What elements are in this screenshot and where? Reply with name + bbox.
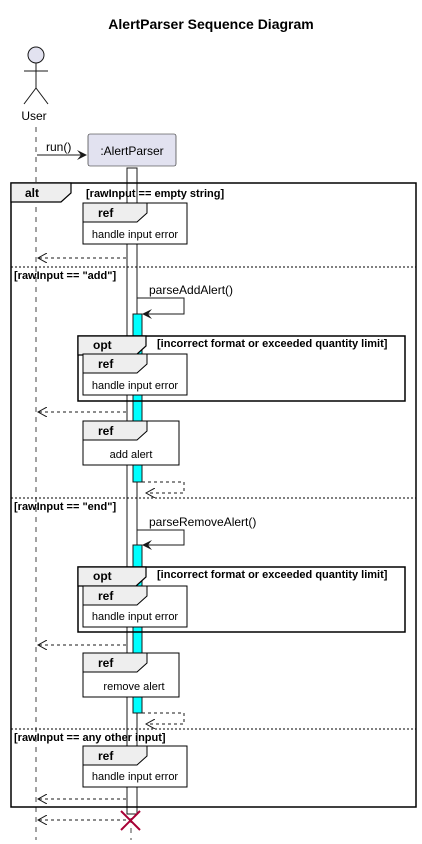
diagram-title: AlertParser Sequence Diagram bbox=[108, 16, 313, 32]
ref-tab-1 bbox=[82, 202, 148, 223]
parse-add-return-arrow bbox=[142, 481, 185, 493]
alt-condition-end: [rawInput == "end"] bbox=[14, 501, 116, 513]
ref-tag-3: ref bbox=[98, 589, 114, 603]
alt-tag-label: alt bbox=[25, 186, 39, 200]
opt-tab-add bbox=[77, 335, 147, 356]
ref-tab-4 bbox=[82, 745, 148, 766]
parse-remove-self-arrow bbox=[137, 529, 185, 550]
destroy-icon bbox=[120, 810, 141, 831]
opt-condition-remove: [incorrect format or exceeded quantity l… bbox=[157, 569, 388, 581]
ref-body-3: handle input error bbox=[92, 611, 179, 623]
ref-tab-remove bbox=[82, 652, 148, 673]
participant-parser-label: :AlertParser bbox=[100, 144, 163, 158]
parse-add-self-arrow bbox=[137, 297, 185, 319]
ref-tag-4: ref bbox=[98, 749, 114, 763]
parse-remove-return-arrow bbox=[142, 712, 185, 724]
opt-tab-remove bbox=[77, 566, 147, 587]
parse-add-activation bbox=[132, 313, 143, 483]
ref-tag-remove: ref bbox=[98, 656, 114, 670]
alt-tab bbox=[10, 182, 72, 203]
opt-tag-remove: opt bbox=[93, 569, 112, 583]
opt-fragment-remove bbox=[77, 566, 406, 633]
ref-body-4: handle input error bbox=[92, 771, 179, 783]
ref-body-add: add alert bbox=[110, 449, 153, 461]
ref-tag-add: ref bbox=[98, 424, 114, 438]
ref-tab-add bbox=[82, 420, 148, 441]
run-message-label: run() bbox=[46, 140, 71, 154]
opt-fragment-add bbox=[77, 335, 406, 402]
user-actor-icon bbox=[23, 46, 49, 105]
participant-parser-box bbox=[87, 133, 177, 167]
ref-tag-2: ref bbox=[98, 357, 114, 371]
parser-main-activation bbox=[126, 167, 138, 815]
parse-remove-activation bbox=[132, 544, 143, 714]
alt-fragment bbox=[10, 182, 417, 808]
parse-add-label: parseAddAlert() bbox=[149, 283, 233, 297]
ref-tab-2 bbox=[82, 353, 148, 374]
parse-remove-label: parseRemoveAlert() bbox=[149, 515, 256, 529]
ref-body-1: handle input error bbox=[92, 229, 179, 241]
opt-condition-add: [incorrect format or exceeded quantity l… bbox=[157, 338, 388, 350]
alt-condition-other: [rawInput == any other input] bbox=[14, 732, 166, 744]
opt-tag-add: opt bbox=[93, 338, 112, 352]
ref-tab-3 bbox=[82, 585, 148, 606]
ref-body-2: handle input error bbox=[92, 380, 179, 392]
alt-condition-empty: [rawInput == empty string] bbox=[86, 188, 224, 200]
ref-tag-1: ref bbox=[98, 206, 114, 220]
alt-condition-add: [rawInput == "add"] bbox=[14, 270, 116, 282]
ref-body-remove: remove alert bbox=[103, 681, 164, 693]
participant-user-label: User bbox=[21, 109, 46, 123]
